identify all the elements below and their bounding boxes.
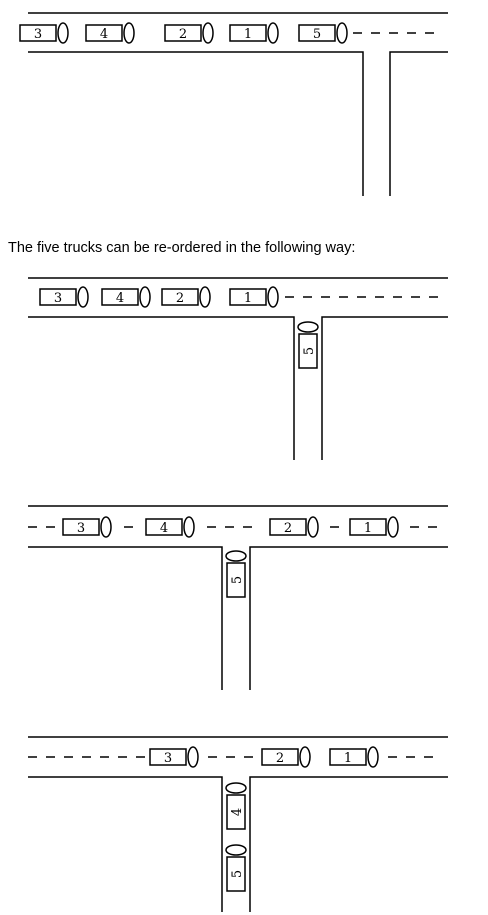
truck: 4 bbox=[145, 516, 195, 538]
truck-box bbox=[329, 748, 367, 766]
truck: 1 bbox=[329, 746, 379, 768]
truck-box bbox=[261, 748, 299, 766]
truck-cab-icon bbox=[187, 746, 199, 768]
truck-box bbox=[298, 333, 318, 369]
truck-box bbox=[226, 794, 246, 830]
truck: 3 bbox=[19, 22, 69, 44]
truck-number: 5 bbox=[230, 576, 245, 584]
truck: 5 bbox=[298, 22, 348, 44]
truck-box bbox=[62, 518, 100, 536]
panel-2: 3 4 2 1 5 bbox=[28, 277, 448, 460]
truck-number: 4 bbox=[100, 27, 108, 42]
truck-cab-icon bbox=[299, 746, 311, 768]
truck-box bbox=[101, 288, 139, 306]
road-bottom-edge-right bbox=[249, 776, 448, 912]
truck: 2 bbox=[161, 286, 211, 308]
road-bottom-edge-right bbox=[249, 546, 448, 690]
truck-number: 3 bbox=[77, 521, 85, 536]
truck-number: 2 bbox=[276, 751, 284, 766]
truck-number: 3 bbox=[54, 291, 62, 306]
truck: 4 bbox=[85, 22, 135, 44]
truck-number: 5 bbox=[302, 347, 317, 355]
truck-cab-icon bbox=[336, 22, 348, 44]
truck-number: 1 bbox=[244, 27, 252, 42]
truck-number: 5 bbox=[230, 870, 245, 878]
truck-cab-icon bbox=[57, 22, 69, 44]
truck-box bbox=[229, 24, 267, 42]
truck-box bbox=[85, 24, 123, 42]
truck-box bbox=[269, 518, 307, 536]
truck-cab-icon bbox=[225, 782, 247, 794]
truck-cab-icon bbox=[225, 550, 247, 562]
truck-cab-icon bbox=[367, 746, 379, 768]
truck-cab-icon bbox=[100, 516, 112, 538]
truck-number: 1 bbox=[244, 291, 252, 306]
road-bottom-edge-left bbox=[28, 316, 295, 460]
truck-box bbox=[226, 562, 246, 598]
truck-cab-icon bbox=[139, 286, 151, 308]
truck-number: 4 bbox=[230, 808, 245, 816]
truck: 3 bbox=[39, 286, 89, 308]
truck-box bbox=[149, 748, 187, 766]
truck-number: 1 bbox=[344, 751, 352, 766]
road-bottom-edge-left bbox=[28, 776, 223, 912]
truck-number: 2 bbox=[284, 521, 292, 536]
truck-box bbox=[145, 518, 183, 536]
truck-cab-icon bbox=[123, 22, 135, 44]
truck: 4 bbox=[225, 782, 247, 830]
truck-cab-icon bbox=[307, 516, 319, 538]
truck: 1 bbox=[349, 516, 399, 538]
truck-cab-icon bbox=[267, 22, 279, 44]
truck-number: 4 bbox=[160, 521, 168, 536]
road-bottom-edge-right bbox=[389, 51, 448, 196]
caption: The five trucks can be re-ordered in the… bbox=[8, 240, 356, 256]
truck: 1 bbox=[229, 22, 279, 44]
truck-cab-icon bbox=[199, 286, 211, 308]
truck-box bbox=[349, 518, 387, 536]
truck-number: 2 bbox=[176, 291, 184, 306]
truck: 2 bbox=[261, 746, 311, 768]
panel-3: 3 4 2 1 5 bbox=[28, 505, 448, 690]
truck-cab-icon bbox=[297, 321, 319, 333]
truck-cab-icon bbox=[77, 286, 89, 308]
road-bottom-edge-left bbox=[28, 546, 223, 690]
truck: 3 bbox=[149, 746, 199, 768]
truck-number: 2 bbox=[179, 27, 187, 42]
truck-number: 4 bbox=[116, 291, 124, 306]
truck: 3 bbox=[62, 516, 112, 538]
truck-box bbox=[226, 856, 246, 892]
truck-box bbox=[164, 24, 202, 42]
panel-1: 3 4 2 1 5 bbox=[19, 12, 448, 196]
truck: 5 bbox=[225, 844, 247, 892]
truck-number: 3 bbox=[34, 27, 42, 42]
truck-box bbox=[229, 288, 267, 306]
truck-number: 5 bbox=[313, 27, 321, 42]
truck-box bbox=[298, 24, 336, 42]
truck: 4 bbox=[101, 286, 151, 308]
truck: 1 bbox=[229, 286, 279, 308]
truck: 2 bbox=[269, 516, 319, 538]
road-bottom-edge-right bbox=[321, 316, 448, 460]
truck-box bbox=[39, 288, 77, 306]
road-bottom-edge-left bbox=[28, 51, 364, 196]
truck: 5 bbox=[297, 321, 319, 369]
truck-box bbox=[19, 24, 57, 42]
truck-cab-icon bbox=[183, 516, 195, 538]
panel-4: 3 2 1 4 5 bbox=[28, 736, 448, 912]
truck-box bbox=[161, 288, 199, 306]
truck-number: 1 bbox=[364, 521, 372, 536]
truck-cab-icon bbox=[387, 516, 399, 538]
truck: 2 bbox=[164, 22, 214, 44]
truck-cab-icon bbox=[202, 22, 214, 44]
truck-cab-icon bbox=[267, 286, 279, 308]
truck: 5 bbox=[225, 550, 247, 598]
truck-cab-icon bbox=[225, 844, 247, 856]
truck-number: 3 bbox=[164, 751, 172, 766]
